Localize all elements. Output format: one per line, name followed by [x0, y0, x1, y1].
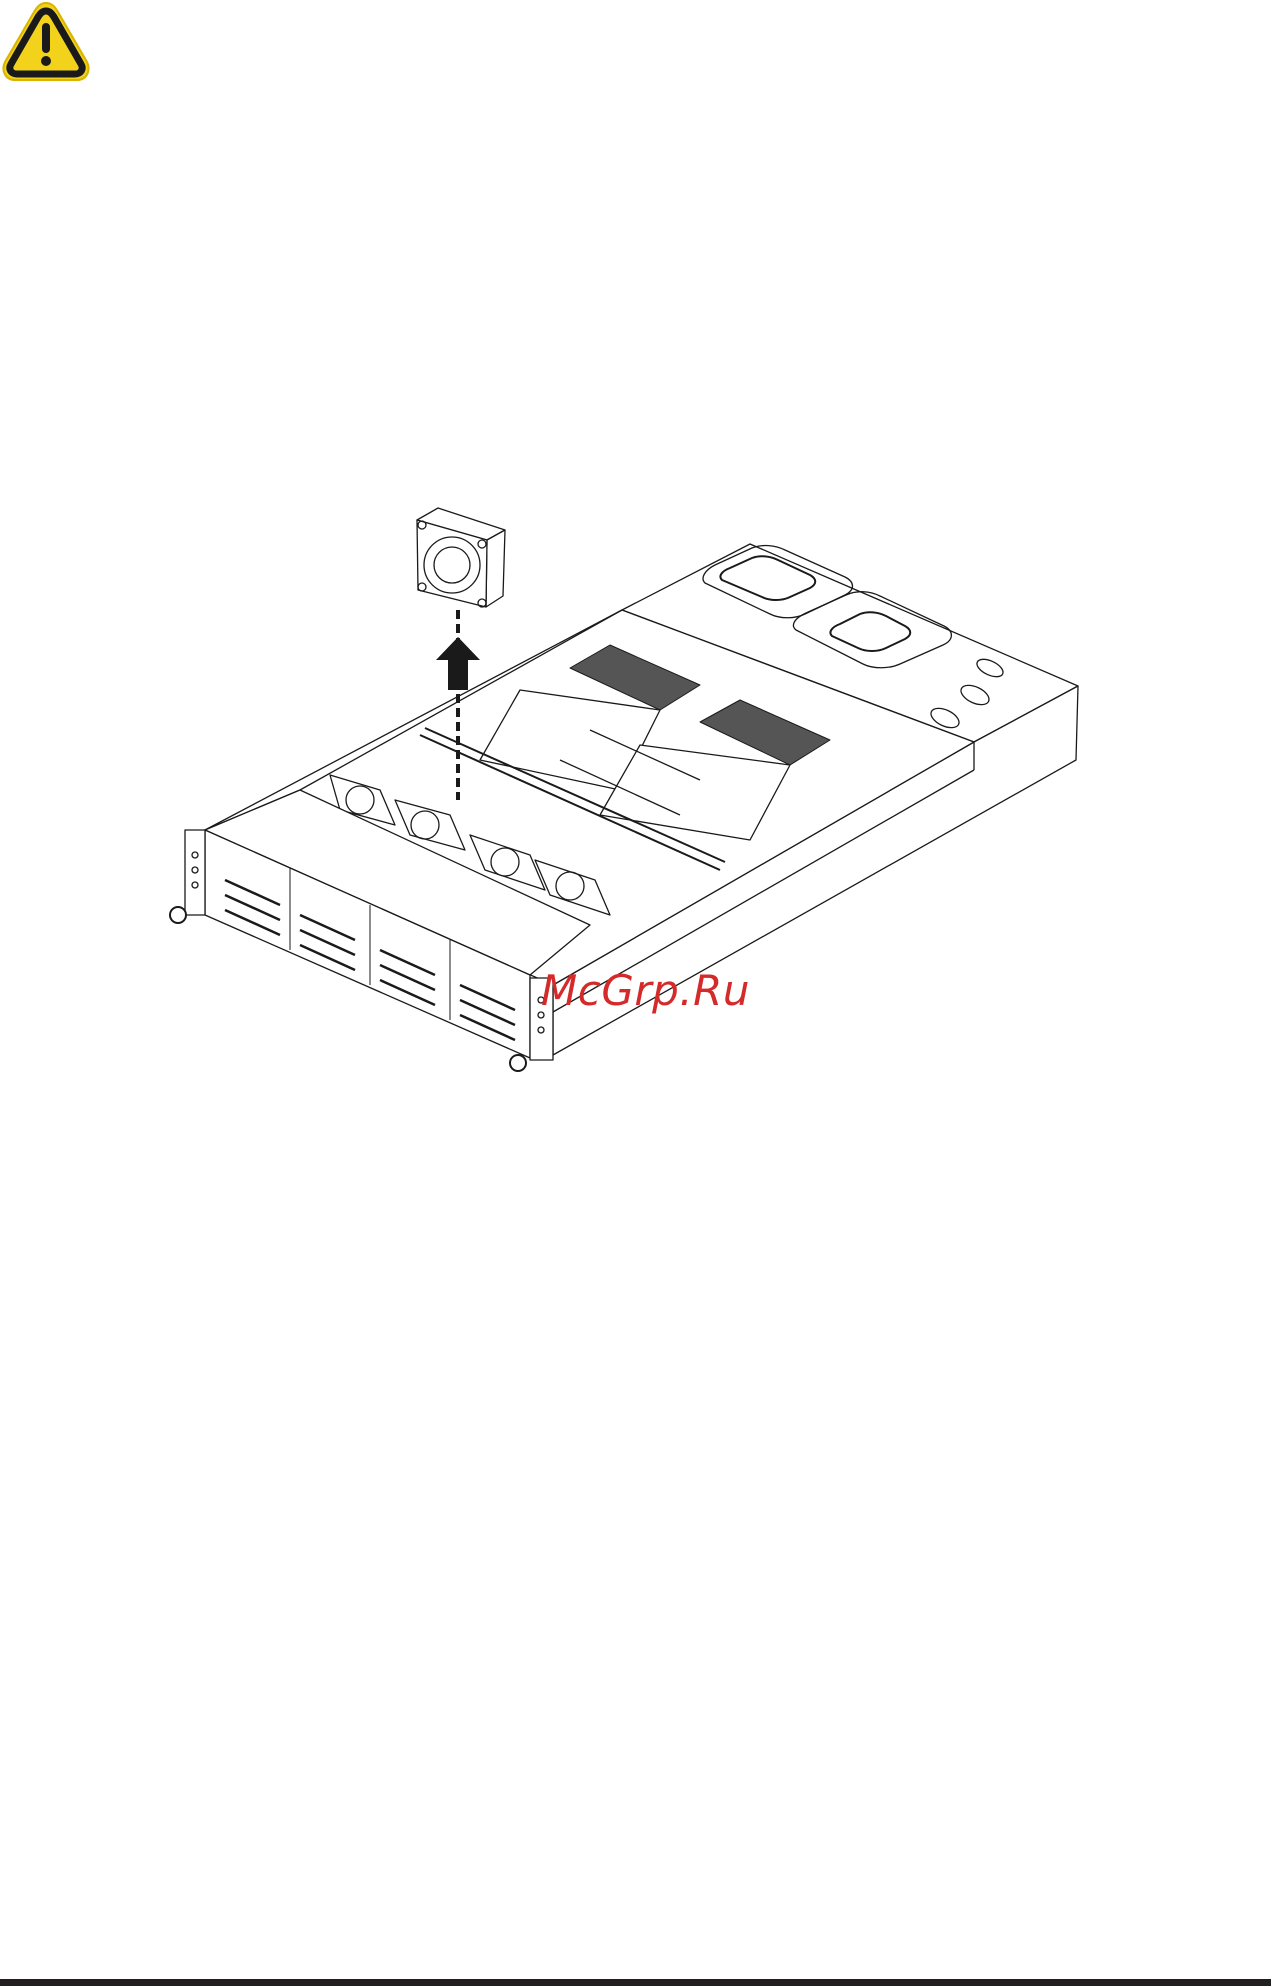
- left-thumbscrew: [169, 906, 187, 924]
- watermark: McGrp.Ru: [541, 966, 750, 1015]
- right-thumbscrew: [509, 1054, 527, 1072]
- up-arrow-icon: [436, 637, 480, 690]
- chassis-fan-removal-diagram: [169, 507, 1079, 1072]
- cpu-heatsinks: [479, 644, 831, 841]
- bottom-rule: [0, 1979, 1271, 1986]
- drive-bays: [224, 868, 516, 1042]
- installed-fans: [329, 774, 611, 916]
- top-cover: [621, 543, 1079, 743]
- warning-triangle-icon: [2, 1, 90, 81]
- removed-fan: [416, 507, 506, 608]
